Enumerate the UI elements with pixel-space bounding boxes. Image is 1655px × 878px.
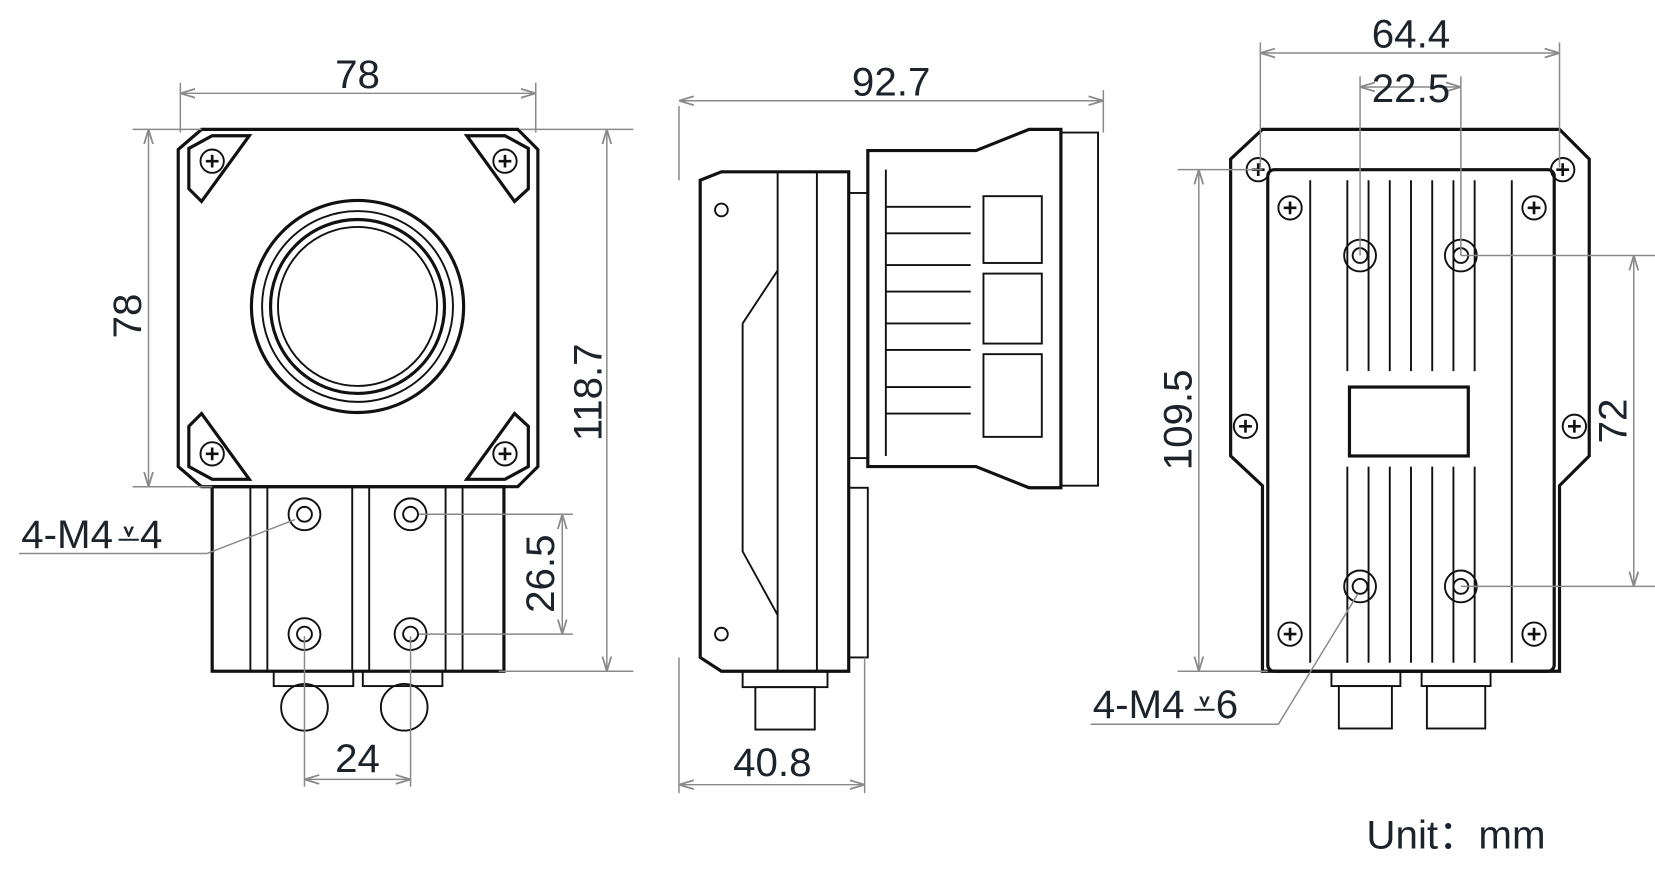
front-width-label: 78 [335,52,380,97]
unit-label: Unit：mm [1366,812,1545,857]
front-height-label: 78 [105,294,150,339]
side-length-label: 92.7 [852,59,930,104]
back-hole-note: 4-M4⩡6 [1093,682,1238,727]
back-width-label: 64.4 [1372,12,1450,57]
front-hole-spacing-h-label: 24 [335,736,380,781]
front-view [19,82,634,787]
side-depth-label: 40.8 [733,740,811,785]
front-hole-spacing-v-label: 26.5 [518,534,563,612]
back-height-label: 109.5 [1155,370,1200,471]
back-hole-spacing-v-label: 72 [1590,399,1635,444]
front-hole-note: 4-M4⩡4 [21,512,162,557]
back-view [1090,42,1655,730]
front-total-height-label: 118.7 [566,343,611,441]
back-hole-spacing-h-label: 22.5 [1372,66,1450,111]
side-view [678,90,1105,794]
